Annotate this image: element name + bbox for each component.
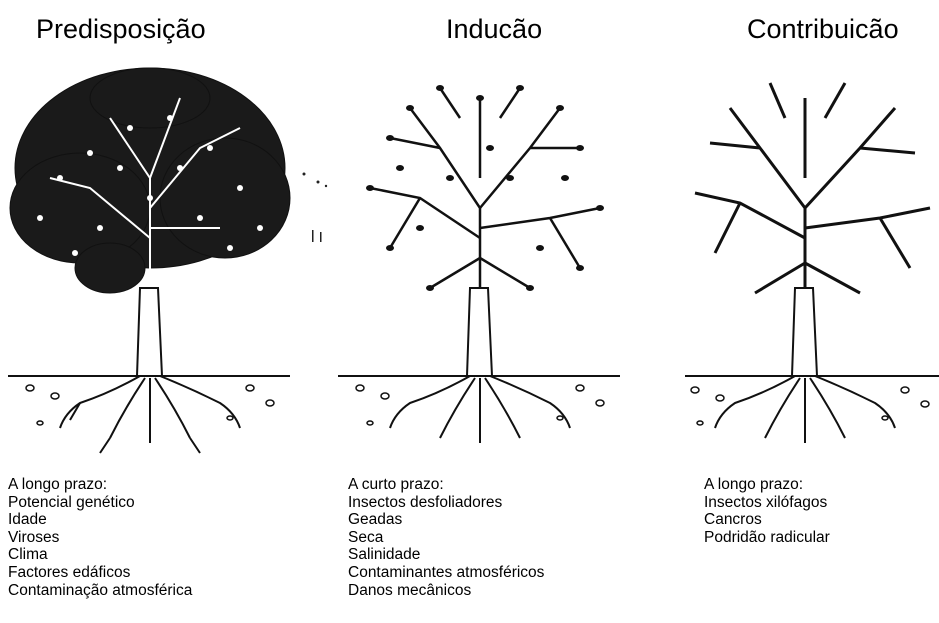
list-item: Factores edáficos — [8, 563, 131, 581]
tree-sparse-foliage — [338, 85, 620, 443]
panel-title: Contribuicão — [747, 14, 899, 44]
list-item: Idade — [8, 511, 47, 529]
panel-title: Inducão — [446, 14, 543, 44]
list-item: Geadas — [348, 511, 403, 529]
decorative-specks — [302, 172, 328, 242]
panel-title: Predisposição — [36, 14, 206, 44]
list-item: A longo prazo: — [8, 476, 108, 493]
list-item: Cancros — [704, 511, 762, 529]
list-item: A curto prazo: — [348, 476, 444, 493]
factor-list: A curto prazo: Insectos desfoliadores Ge… — [348, 476, 544, 599]
tree-dense-foliage — [8, 67, 291, 454]
list-item: Podridão radicular — [704, 528, 830, 546]
panel-inducao: Inducão — [330, 0, 630, 623]
list-item: Contaminantes atmosféricos — [348, 563, 545, 581]
list-item: Viroses — [8, 528, 60, 546]
list-item: A longo prazo: — [704, 476, 804, 493]
list-item: Salinidade — [348, 546, 421, 564]
list-item: Contaminação atmosférica — [8, 581, 193, 599]
list-item: Insectos xilófagos — [704, 493, 828, 511]
tree-bare — [685, 82, 939, 443]
list-item: Insectos desfoliadores — [348, 493, 503, 511]
list-item: Seca — [348, 528, 384, 546]
list-item: Potencial genético — [8, 493, 135, 511]
panel-predisposicao: Predisposição — [0, 0, 300, 623]
list-item: Clima — [8, 546, 48, 564]
factor-list: A longo prazo: Potencial genético Idade … — [8, 476, 192, 599]
list-item: Danos mecânicos — [348, 581, 472, 599]
panel-contribuicao: Contribuicão A longo pra — [680, 0, 939, 623]
factor-list: A longo prazo: Insectos xilófagos Cancro… — [704, 476, 830, 546]
